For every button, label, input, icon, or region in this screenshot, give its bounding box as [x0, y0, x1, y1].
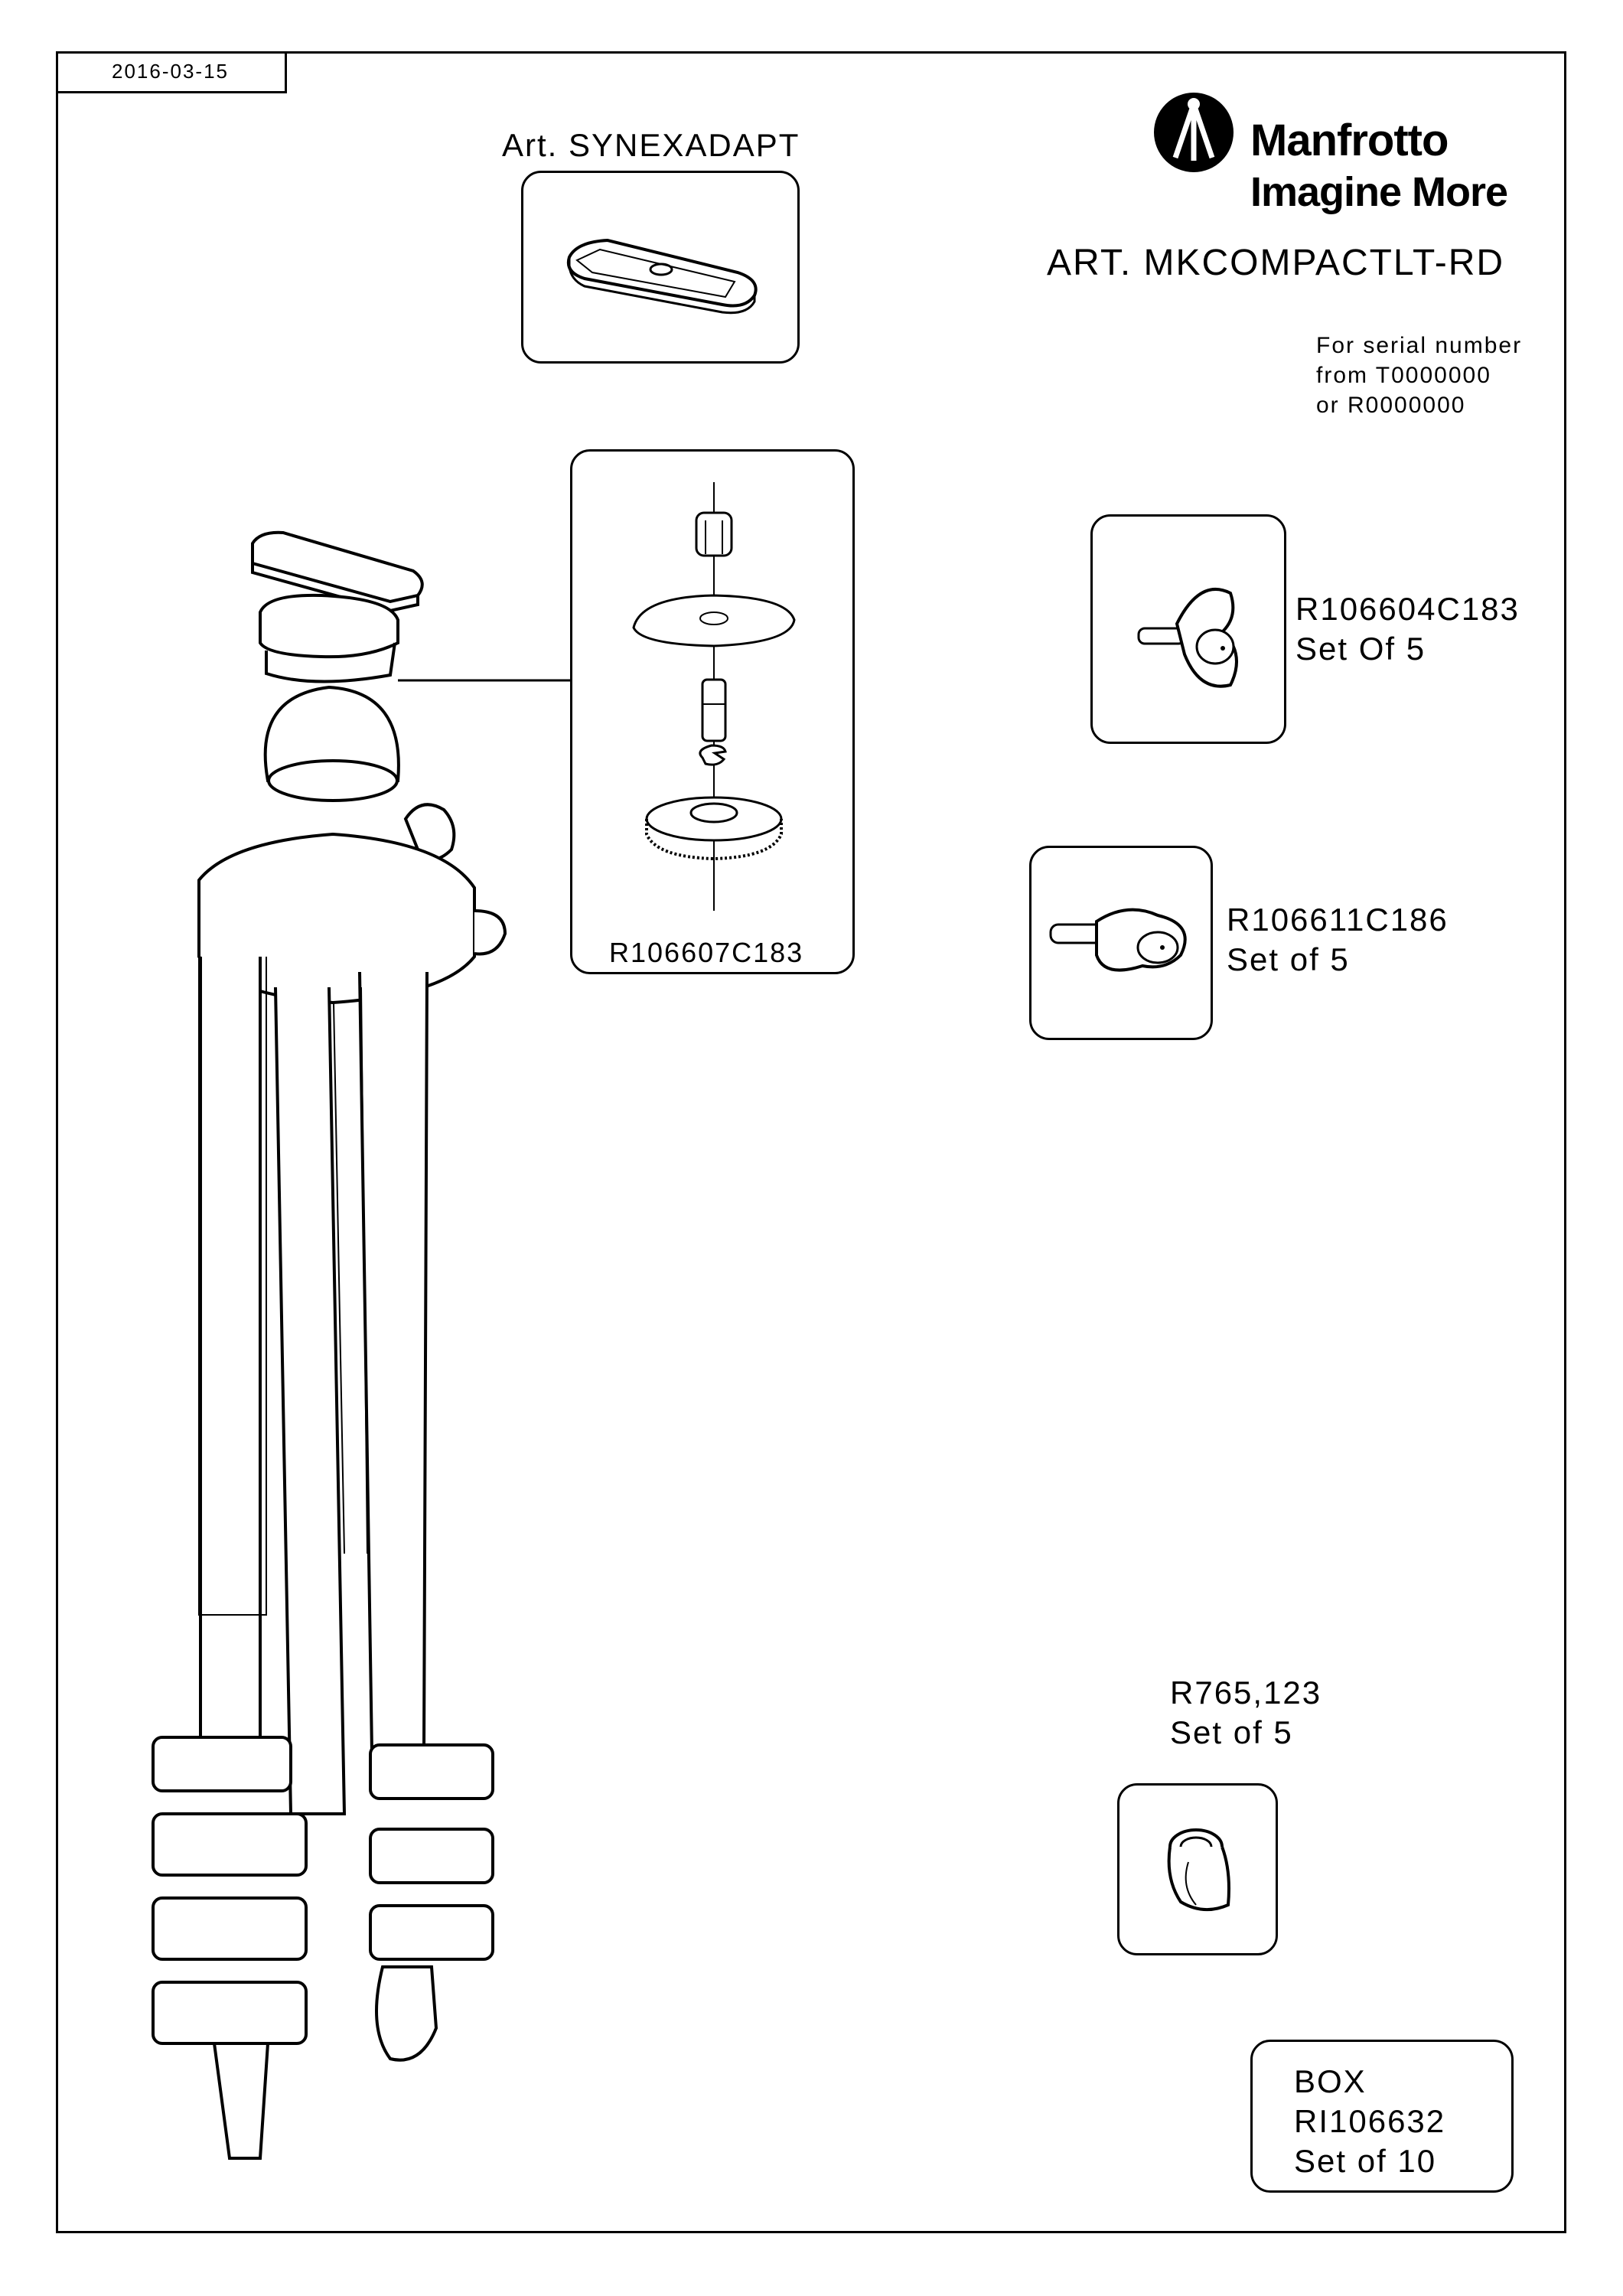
box-code: RI106632: [1294, 2103, 1446, 2139]
box-qty: Set of 10: [1294, 2143, 1437, 2179]
box-info: BOX RI106632 Set of 10: [1250, 2040, 1514, 2193]
knob-b-qty: Set of 5: [1227, 941, 1350, 977]
synexadapt-label: Art. SYNEXADAPT: [502, 127, 800, 163]
synexadapt-box: [521, 171, 800, 364]
foot-qty: Set of 5: [1170, 1714, 1293, 1750]
ball-head-exploded-icon: [632, 482, 796, 911]
manfrotto-logo-icon: [1154, 93, 1234, 172]
quick-release-plate-icon: [567, 238, 758, 315]
drawing-frame: [56, 51, 1566, 2233]
knob-b-box: [1029, 846, 1213, 1040]
knob-a-code: R106604C183: [1295, 591, 1520, 627]
knob-a-qty: Set Of 5: [1295, 631, 1426, 667]
tripod-drawing: [152, 530, 507, 2160]
wing-knob-icon: [1049, 908, 1187, 972]
ball-head-kit-box: [570, 449, 855, 974]
brand-name: Manfrotto: [1250, 116, 1449, 165]
serial-note: For serial number from T0000000 or R0000…: [1316, 333, 1523, 418]
wing-knob-icon: [1137, 588, 1238, 688]
box-title: BOX: [1294, 2063, 1367, 2099]
rubber-foot-icon: [1167, 1828, 1230, 1912]
foot-box: [1117, 1783, 1278, 1955]
brand-tagline: Imagine More: [1250, 169, 1508, 215]
foot-code: R765,123: [1170, 1675, 1322, 1711]
article-number: ART. MKCOMPACTLT-RD: [1047, 243, 1505, 283]
knob-a-box: [1090, 514, 1286, 744]
ball-head-kit-code: R106607C183: [609, 937, 804, 968]
date-stamp: 2016-03-15: [56, 51, 287, 93]
knob-b-code: R106611C186: [1227, 902, 1449, 938]
